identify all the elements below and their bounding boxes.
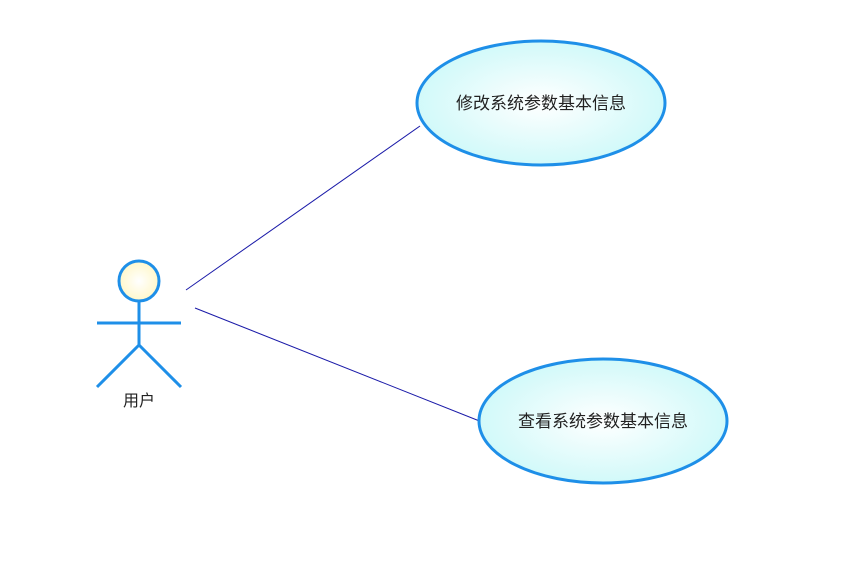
use-case-ellipse (415, 39, 667, 167)
use-case-label: 查看系统参数基本信息 (518, 412, 688, 432)
actor-label: 用户 (123, 391, 155, 410)
actor-user[interactable]: 用户 (95, 259, 183, 410)
association-line-modify[interactable] (185, 125, 421, 291)
actor-head (117, 259, 161, 303)
use-case-label: 修改系统参数基本信息 (456, 94, 626, 114)
actor-left-leg (95, 343, 141, 389)
use-case-view-system-params[interactable]: 查看系统参数基本信息 (477, 357, 729, 485)
use-case-modify-system-params[interactable]: 修改系统参数基本信息 (415, 39, 667, 167)
actor-right-leg (137, 343, 183, 389)
use-case-ellipse (477, 357, 729, 485)
association-line-view[interactable] (194, 307, 483, 423)
